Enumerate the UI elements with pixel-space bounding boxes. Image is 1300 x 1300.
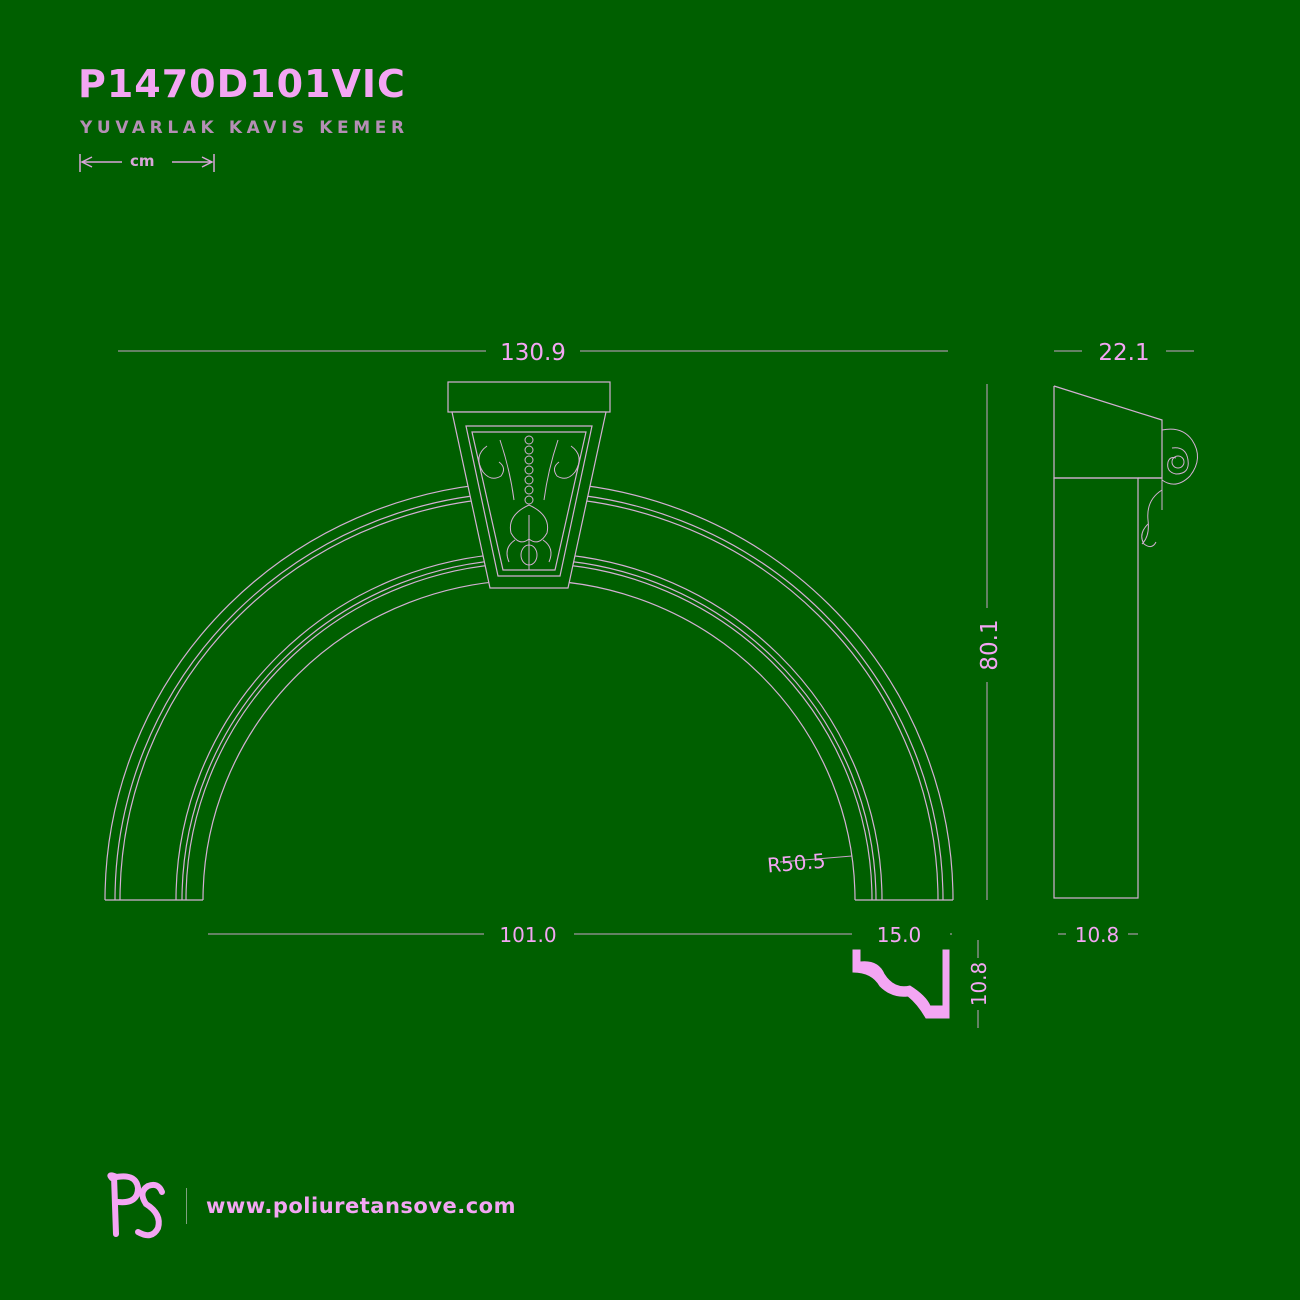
overall-width-label: 130.9 [500, 340, 566, 366]
height-label: 80.1 [977, 619, 1003, 670]
profile-height-label: 10.8 [967, 962, 991, 1007]
product-name: YUVARLAK KAVIS KEMER [80, 118, 409, 138]
scroll-ornament-icon [1141, 428, 1198, 548]
arch-side-view [1053, 385, 1163, 899]
footer-separator [186, 1188, 187, 1224]
unit-arrows-icon [79, 154, 215, 172]
keystone [447, 381, 611, 589]
keystone-ornament-icon [478, 435, 580, 570]
depth-label: 22.1 [1098, 340, 1149, 366]
profile-section [852, 949, 950, 1019]
ps-logo-icon [107, 1172, 165, 1239]
unit-label: cm [130, 152, 155, 170]
radius-label: R50.5 [766, 849, 826, 878]
dimension-lines [118, 350, 1194, 1028]
profile-width-label: 15.0 [877, 923, 922, 947]
inner-span-label: 101.0 [499, 923, 556, 947]
product-code: P1470D101VIC [78, 62, 406, 106]
side-base-width-label: 10.8 [1075, 923, 1120, 947]
website-link[interactable]: www.poliuretansove.com [206, 1194, 516, 1218]
